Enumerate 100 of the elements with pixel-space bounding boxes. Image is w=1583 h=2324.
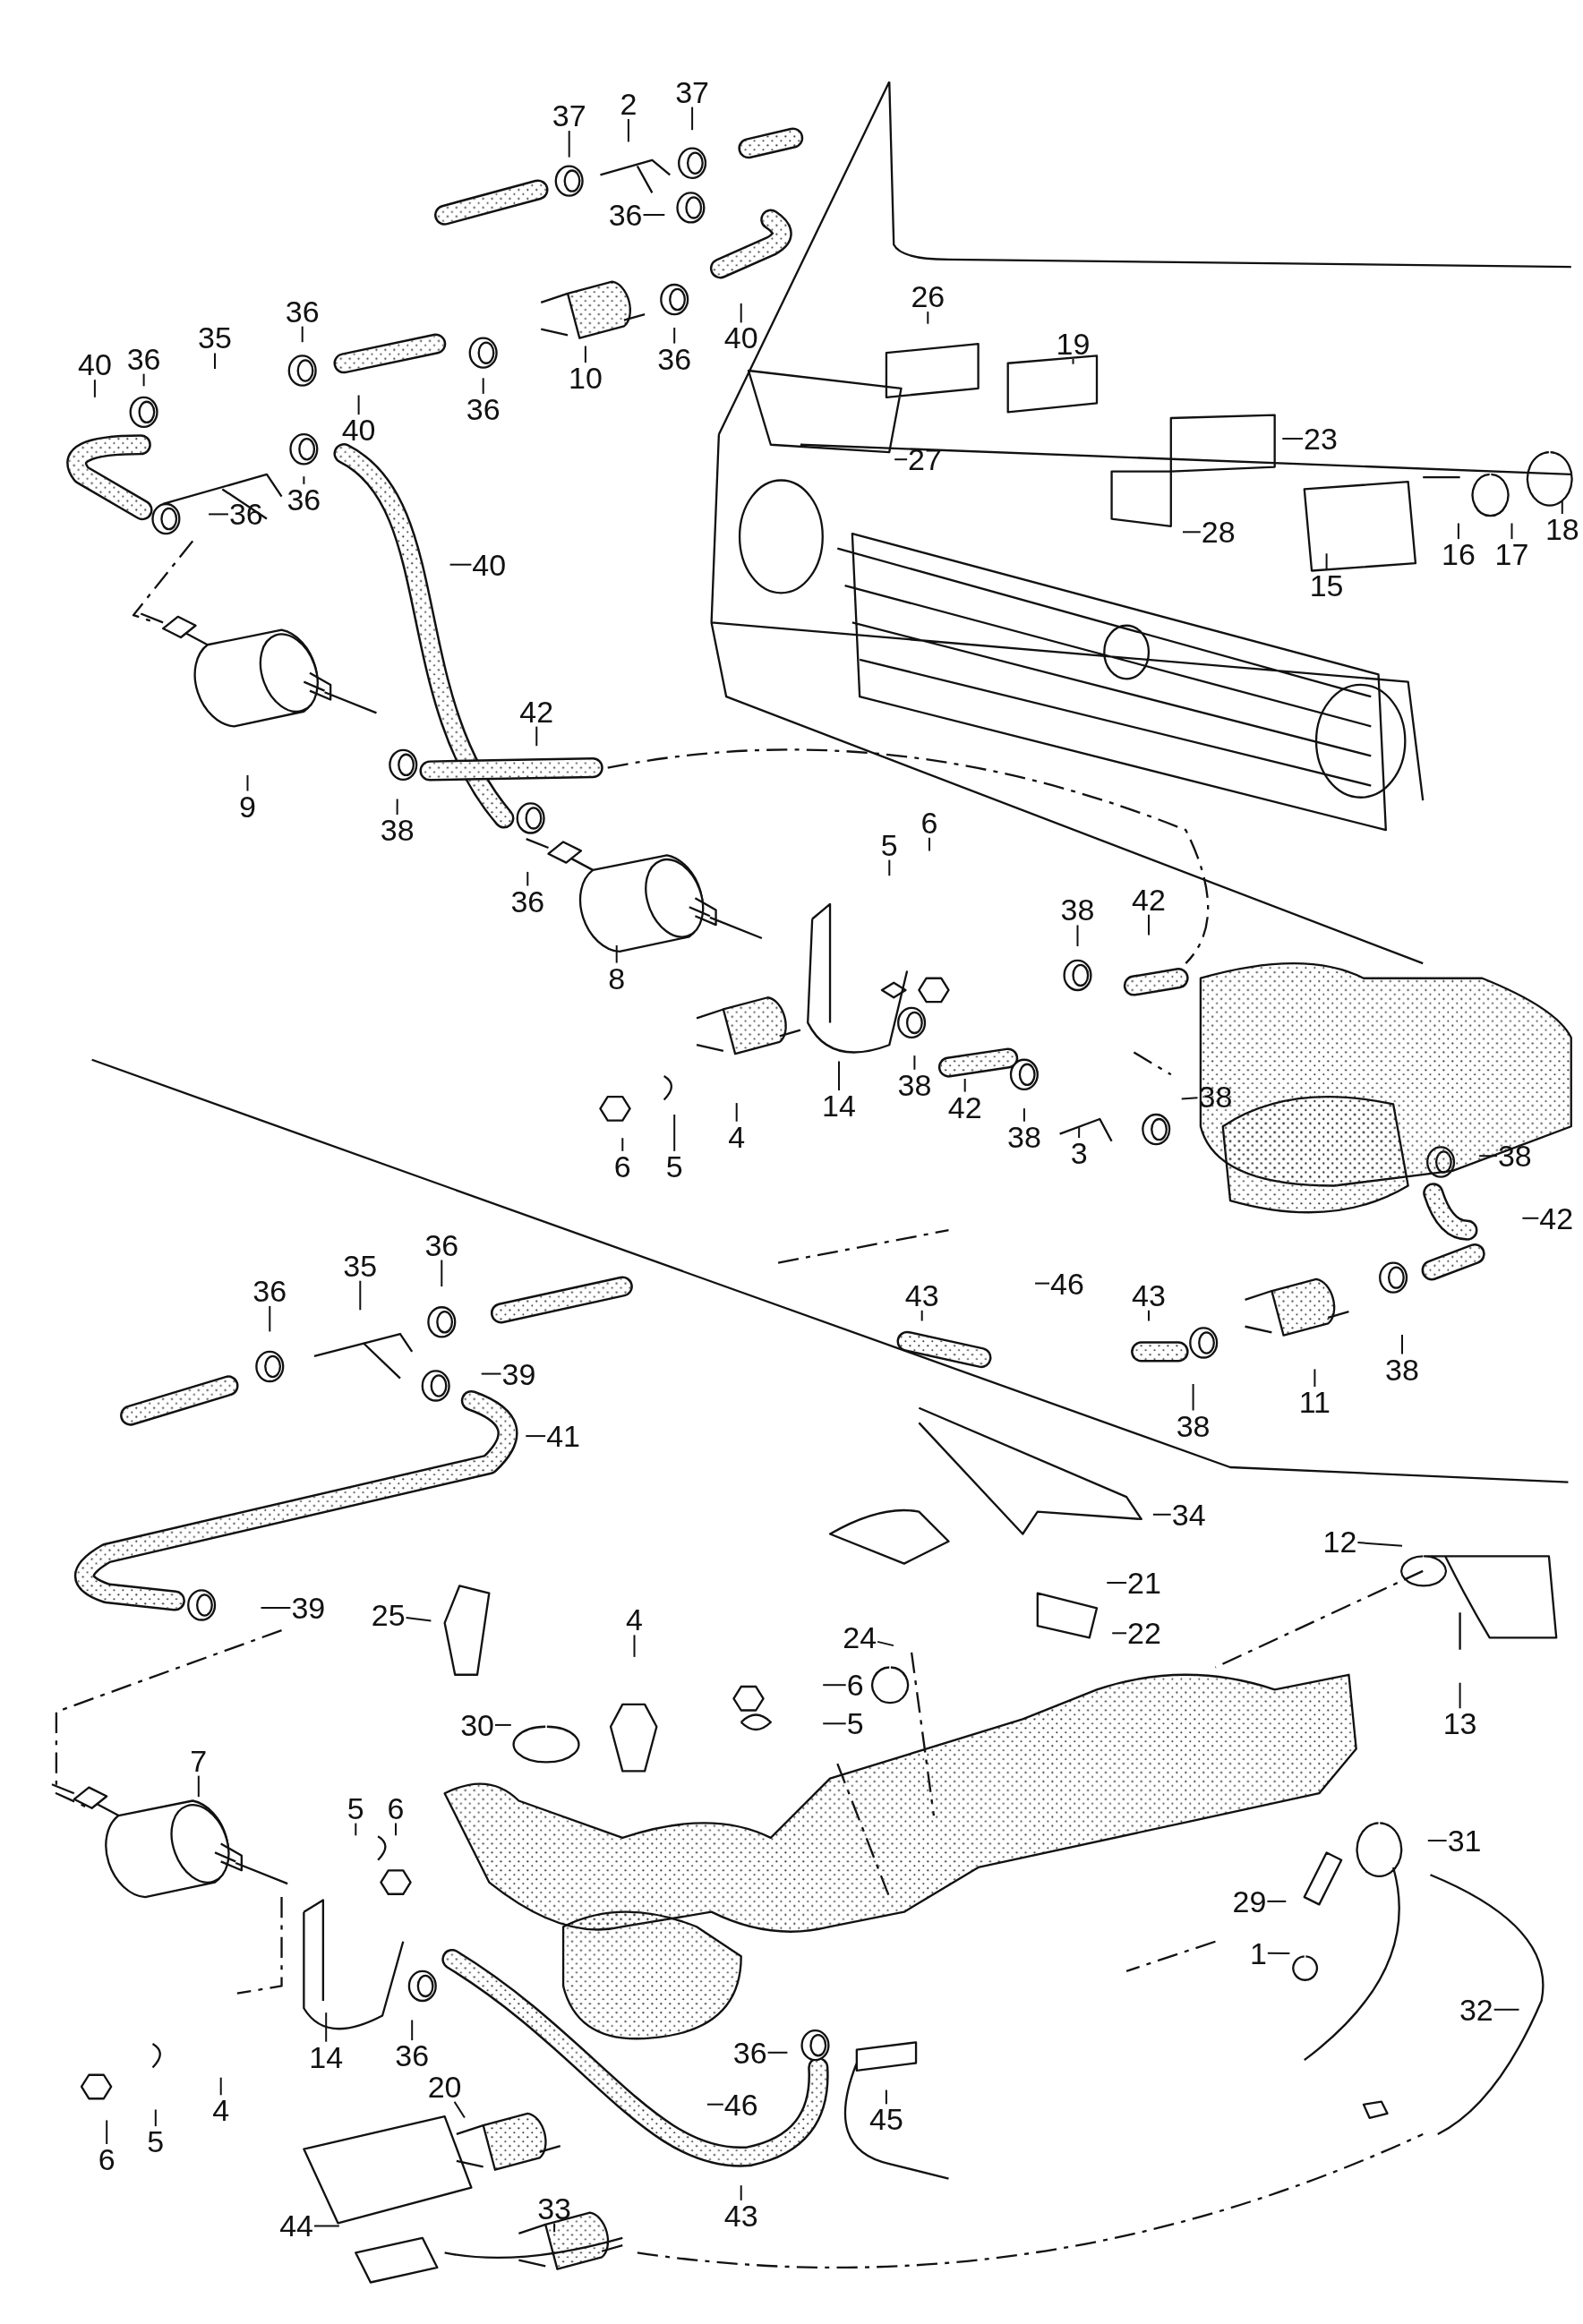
callout-number: 8 [607,962,627,994]
leader-line [822,1684,847,1687]
callout-number: 40 [77,349,113,380]
leader-line [357,394,360,416]
leader-line [706,2103,724,2106]
callout-number: 19 [1055,329,1091,360]
leader-line [106,2119,108,2145]
leader-line [1401,1334,1403,1355]
callout-number: 29 [1231,1885,1268,1917]
leader-line [1266,1952,1291,1954]
leader-line [766,2051,789,2054]
callout-number: 24 [842,1622,878,1653]
callout-number: 13 [1442,1708,1478,1739]
leader-line [359,1279,362,1312]
callout-number: 32 [1458,1994,1494,2025]
callout-number: 40 [340,414,377,446]
leader-line [1182,531,1202,534]
callout-number: 36 [125,343,162,374]
callout-number: 36 [509,885,546,917]
leader-line [1521,1217,1540,1219]
callout-number: 26 [910,281,946,312]
callout-number: 17 [1493,539,1530,570]
leader-line [1034,1282,1050,1285]
leader-line [877,1640,894,1647]
callout-number: 38 [379,815,415,846]
callout-number: 16 [1441,539,1476,570]
leader-line [838,1060,840,1091]
callout-number: 23 [1303,423,1339,454]
leader-line [1313,1368,1316,1388]
callout-number: 5 [879,829,899,860]
callout-number: 7 [189,1745,209,1776]
leader-line [963,1078,966,1093]
callout-number: 28 [1200,517,1236,548]
leader-line [197,1774,200,1799]
leader-line [673,1114,676,1152]
leader-line [1148,1309,1150,1322]
leader-line [1459,1681,1461,1710]
leader-line [1426,1840,1448,1841]
leader-line [621,1137,624,1152]
callout-number: 36 [465,393,501,424]
leader-line [885,2089,887,2106]
leader-line [396,798,398,816]
callout-number: 1 [1249,1937,1268,1969]
callout-number: 36 [284,295,321,327]
callout-number: 43 [903,1279,940,1311]
leader-line [735,1102,738,1123]
leader-line [411,2019,414,2042]
leader-line [1180,1097,1199,1100]
leader-line [355,1822,357,1837]
leader-line [214,352,216,370]
callout-number: 37 [551,100,587,132]
leader-line [208,513,229,516]
callout-number: 12 [1322,1525,1358,1557]
leader-line [920,1309,923,1322]
callout-number: 38 [1384,1354,1420,1385]
callout-number: 5 [146,2126,166,2157]
callout-number: 6 [612,1150,632,1182]
callout-number: 14 [821,1089,857,1121]
leader-line [642,214,666,216]
leader-line [1192,1383,1194,1412]
callout-number: 18 [1544,514,1580,544]
leader-line [219,2076,222,2097]
callout-number: 5 [346,1792,365,1824]
callout-number: 46 [1049,1268,1085,1299]
callout-number: 42 [1538,1202,1575,1234]
leader-line [526,870,529,887]
callout-number: 10 [568,363,603,394]
leader-line [673,327,676,345]
leader-line [453,2100,466,2119]
callout-number: 2 [619,88,638,119]
callout-number: 21 [1126,1568,1162,1598]
leader-line [740,2184,742,2201]
callout-number: 36 [227,499,264,530]
leader-line [1076,924,1079,947]
callout-number: 11 [1297,1387,1331,1418]
callout-number: 38 [1059,894,1096,926]
callout-number: 43 [723,2200,759,2231]
callout-number: 36 [286,483,322,515]
leader-line [260,1607,292,1610]
leader-line [913,1055,916,1071]
callout-number: 36 [252,1275,288,1306]
callout-number: 38 [1496,1141,1533,1172]
callout-number: 4 [625,1604,644,1636]
leader-line [633,1634,636,1658]
leader-line [888,859,891,877]
leader-line [142,372,145,388]
callout-number: 15 [1308,569,1345,601]
callout-number: 38 [1197,1081,1234,1112]
leader-line [1561,500,1563,515]
leader-line [927,311,929,325]
callout-number: 6 [386,1792,406,1824]
leader-line [1325,552,1328,571]
callout-number: 5 [845,1708,865,1739]
leader-line [303,475,305,485]
callout-number: 5 [664,1150,684,1182]
callout-number: 39 [290,1593,327,1624]
leader-line [1078,1126,1081,1139]
callout-number: 42 [518,696,555,727]
callout-number: 6 [920,807,939,838]
callout-number: 4 [727,1121,747,1152]
